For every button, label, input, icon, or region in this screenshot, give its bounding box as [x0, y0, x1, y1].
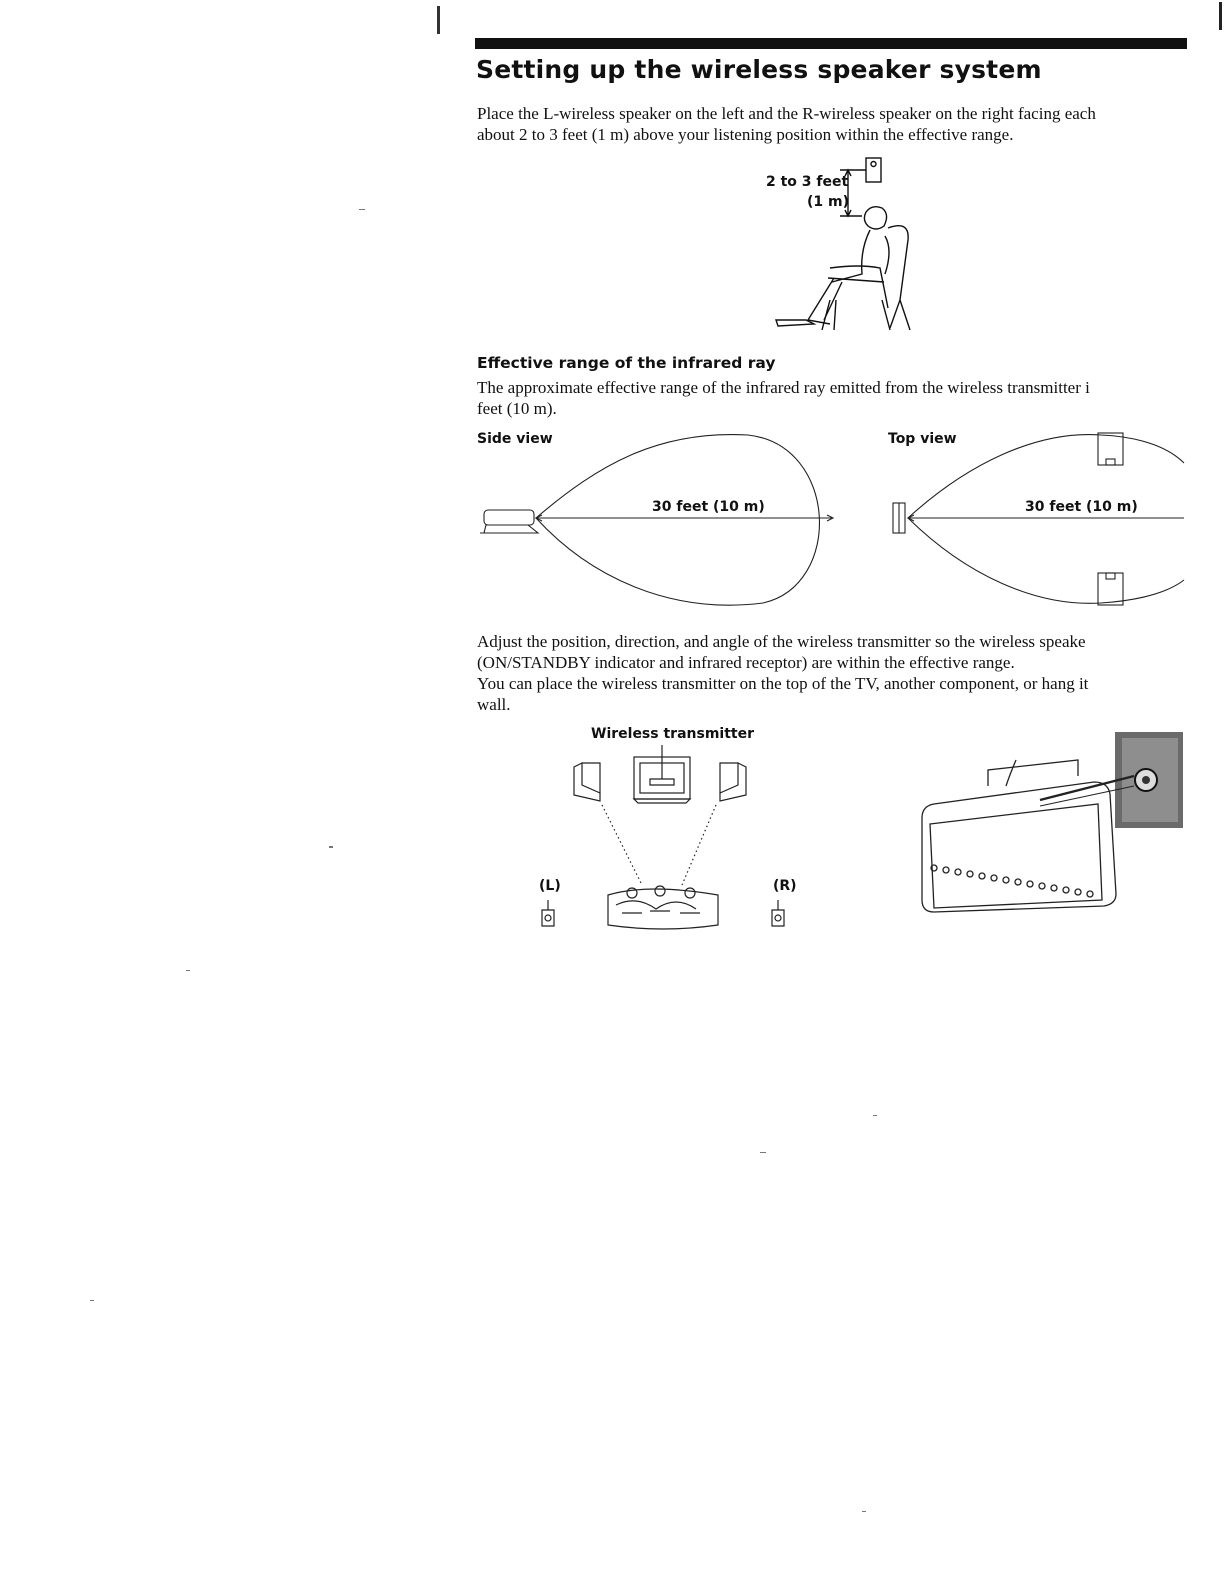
page-edge-mark-right	[1219, 2, 1222, 30]
section-title: Setting up the wireless speaker system	[476, 55, 1042, 84]
right-speaker-label: (R)	[773, 878, 797, 894]
section-rule	[475, 38, 1187, 49]
wall-mount-illustration	[921, 732, 1183, 913]
seated-listener-illustration	[775, 157, 911, 331]
side-view-label: Side view	[477, 431, 553, 447]
height-label-feet: 2 to 3 feet	[766, 174, 849, 190]
top-view-range-lobe	[892, 432, 1185, 606]
adjust-line-3: You can place the wireless transmitter o…	[477, 674, 1089, 693]
side-view-distance: 30 feet (10 m)	[652, 499, 765, 515]
effective-range-line-1: The approximate effective range of the i…	[477, 378, 1090, 397]
effective-range-line-2: feet (10 m).	[477, 399, 557, 418]
intro-line-1: Place the L-wireless speaker on the left…	[477, 104, 1096, 123]
intro-line-2: about 2 to 3 feet (1 m) above your liste…	[477, 125, 1014, 144]
scan-speck	[359, 209, 365, 210]
scan-speck	[186, 970, 190, 971]
top-view-distance: 30 feet (10 m)	[1025, 499, 1138, 515]
effective-range-heading: Effective range of the infrared ray	[477, 354, 776, 372]
left-speaker-label: (L)	[539, 878, 561, 894]
adjust-line-1: Adjust the position, direction, and angl…	[477, 632, 1086, 651]
scan-speck	[329, 846, 333, 848]
scan-speck	[760, 1152, 766, 1153]
scan-speck	[862, 1511, 866, 1512]
side-view-range-lobe	[480, 433, 835, 606]
scan-speck	[90, 1300, 94, 1301]
top-view-label: Top view	[888, 431, 957, 447]
height-label-meter: (1 m)	[807, 194, 849, 210]
scan-speck	[873, 1115, 877, 1116]
adjust-line-2: (ON/STANDBY indicator and infrared recep…	[477, 653, 1015, 672]
page-edge-mark-left	[437, 6, 440, 34]
room-layout-illustration	[541, 745, 785, 930]
wireless-transmitter-label: Wireless transmitter	[591, 726, 754, 742]
adjust-line-4: wall.	[477, 695, 511, 714]
